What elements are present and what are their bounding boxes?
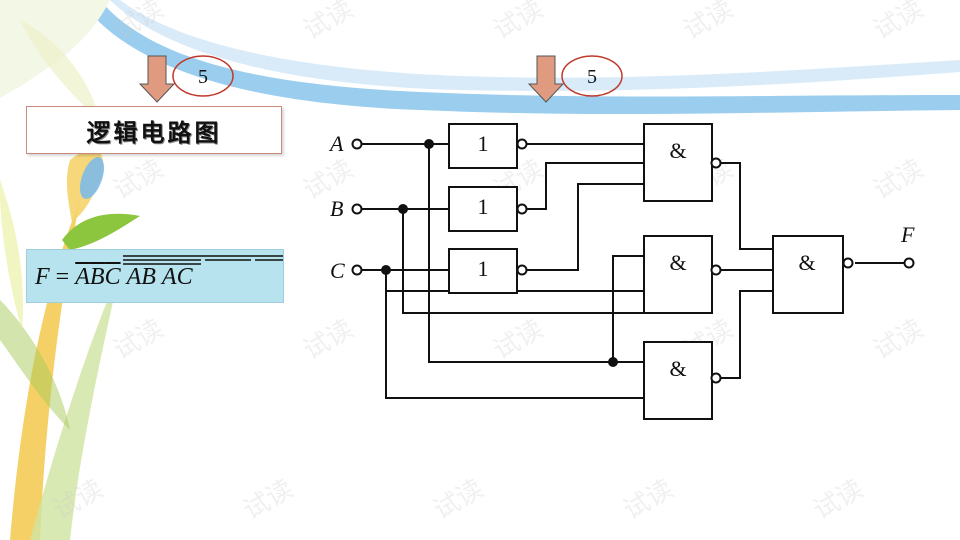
and-gate-symbol: & <box>798 250 815 275</box>
inversion-bubble <box>516 203 528 215</box>
and-gate-symbol: & <box>669 356 686 381</box>
formula-box: F=ABC AB AC <box>26 249 284 303</box>
formula-equals: = <box>55 264 70 290</box>
watermark: 试读 <box>299 314 359 366</box>
not-gate-symbol: 1 <box>478 256 489 281</box>
output-terminal-f <box>903 257 915 269</box>
formula-term: A <box>75 264 90 290</box>
watermark: 试读 <box>239 474 299 526</box>
and-gate-2 <box>643 235 713 314</box>
junction-dot <box>381 265 391 275</box>
not-gate-c <box>448 248 518 294</box>
watermark: 试读 <box>619 474 679 526</box>
input-terminal-a <box>351 138 363 150</box>
formula-overbar-group <box>123 255 283 265</box>
input-label-a: A <box>328 131 344 156</box>
watermark: 试读 <box>489 0 549 46</box>
input-label-b: B <box>330 196 343 221</box>
and-gate-1 <box>643 123 713 202</box>
watermark: 试读 <box>109 154 169 206</box>
step-marker-right: 5 <box>527 55 623 103</box>
output-label-f: F <box>900 222 915 247</box>
watermark: 试读 <box>109 314 169 366</box>
formula-term: AC <box>161 264 193 290</box>
not-gate-symbol: 1 <box>478 194 489 219</box>
title-box: 逻辑电路图 <box>26 106 282 154</box>
and-gate-symbol: & <box>669 250 686 275</box>
logic-circuit <box>351 123 915 420</box>
step-marker-left: 5 <box>138 55 234 103</box>
inversion-bubble <box>516 138 528 150</box>
formula-term: B <box>89 264 105 290</box>
input-terminal-b <box>351 203 363 215</box>
formula-term: C <box>104 264 121 290</box>
junction-dot <box>398 204 408 214</box>
step-badge-number: 5 <box>587 66 597 88</box>
watermark: 试读 <box>299 0 359 46</box>
inversion-bubble <box>710 264 722 276</box>
watermark: 试读 <box>869 154 929 206</box>
inversion-bubble <box>516 264 528 276</box>
watermark: 试读 <box>869 314 929 366</box>
logic-formula: F=ABC AB AC <box>35 264 193 291</box>
not-gate-symbol: 1 <box>478 131 489 156</box>
watermark: 试读 <box>299 154 359 206</box>
slide-title: 逻辑电路图 <box>86 118 222 147</box>
step-badge-number: 5 <box>198 66 208 88</box>
watermark: 试读 <box>809 474 869 526</box>
formula-term: AB <box>126 264 156 290</box>
watermark: 试读 <box>489 314 549 366</box>
and-gate-3 <box>643 341 713 420</box>
not-gate-a <box>448 123 518 169</box>
formula-lhs: F <box>35 264 50 290</box>
inversion-bubble <box>842 257 854 269</box>
watermark: 试读 <box>429 474 489 526</box>
junction-dot <box>608 357 618 367</box>
gate-symbols: 1 1 1 & & & & <box>478 131 816 381</box>
inversion-bubble <box>710 372 722 384</box>
and-gate-symbol: & <box>669 138 686 163</box>
io-labels: A B C F <box>328 131 915 283</box>
and-gate-final <box>772 235 844 314</box>
junction-dot <box>424 139 434 149</box>
inversion-bubble <box>710 157 722 169</box>
watermark: 试读 <box>869 0 929 46</box>
watermark: 试读 <box>679 0 739 46</box>
input-label-c: C <box>330 258 345 283</box>
input-terminal-c <box>351 264 363 276</box>
